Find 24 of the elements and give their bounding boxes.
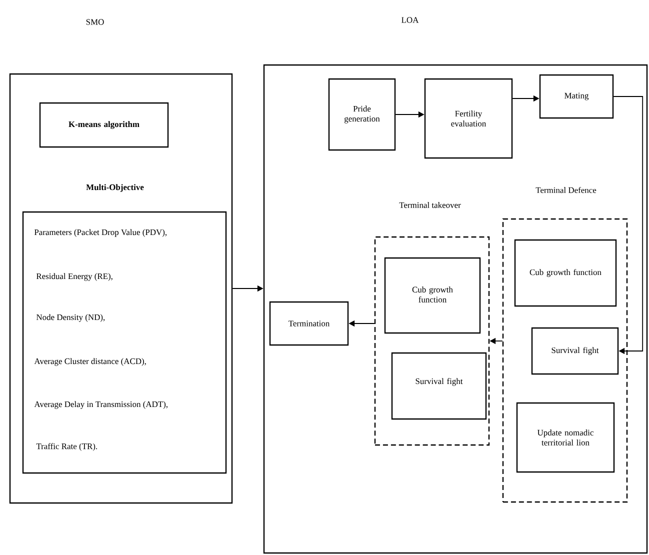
process-box: Update nomadic territorial lion (516, 402, 615, 473)
process-box: Survival fight (391, 352, 487, 420)
process-box: K-means algorithm (39, 102, 169, 148)
process-box: Mating (539, 74, 614, 119)
process-box: Fertility evaluation (424, 78, 513, 159)
parameter-text: Average Cluster distance (ACD), (34, 358, 146, 366)
parameter-text: Average Delay in Transmission (ADT), (34, 401, 168, 409)
arrow (613, 96, 644, 354)
process-box: Survival fight (531, 327, 619, 375)
process-box: Pride generation (328, 78, 396, 151)
column-heading: LOA (402, 17, 419, 23)
box-heading: Terminal Defence (536, 186, 596, 193)
column-heading: SMO (86, 19, 104, 25)
parameter-text: Traffic Rate (TR). (36, 443, 98, 451)
parameter-text: Residual Energy (RE), (36, 273, 112, 281)
container-box (263, 64, 648, 554)
parameter-text: Parameters (Packet Drop Value (PDV), (34, 229, 167, 237)
parameter-text: Node Density (ND), (36, 314, 105, 322)
container-box (9, 73, 233, 504)
process-box: Cub growth function (514, 239, 617, 307)
box-heading: Multi-Objective (86, 184, 144, 192)
process-box: Cub growth function (384, 257, 481, 334)
process-box: Termination (269, 301, 349, 346)
box-heading: Terminal takeover (399, 202, 461, 208)
